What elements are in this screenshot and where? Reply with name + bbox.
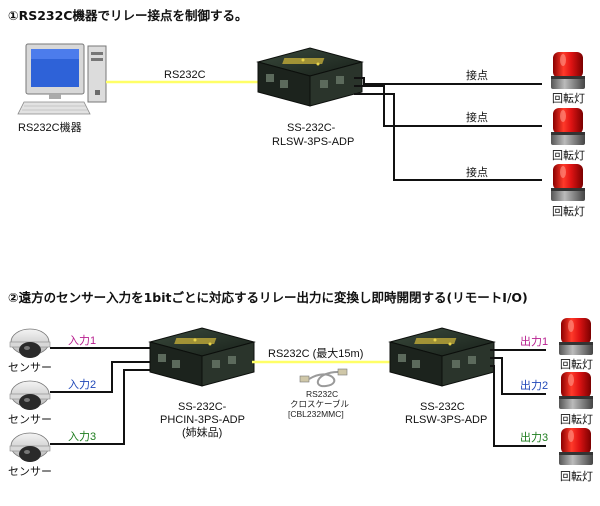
output-label-2: 出力2 [520, 378, 548, 392]
cross-cable-icon [299, 368, 348, 388]
sensor-label-2: センサー [8, 413, 52, 426]
input-device [149, 327, 255, 387]
out-lamp-label-2: 回転灯 [560, 413, 593, 426]
input-label-3: 入力3 [68, 430, 96, 443]
section2-heading: ②遠方のセンサー入力を1bitごとに対応するリレー出力に変換し即時開閉する(リモ… [8, 290, 528, 305]
section1-heading: ①RS232C機器でリレー接点を制御する。 [8, 8, 247, 23]
lamp-label-1: 回転灯 [552, 92, 585, 105]
serial-label: RS232C [164, 69, 206, 81]
contact-wires [354, 77, 542, 181]
sensor-label-1: センサー [8, 361, 52, 374]
rotating-lamp-icon [559, 318, 593, 355]
lamp-label-2: 回転灯 [552, 149, 585, 162]
lamp-label-3: 回転灯 [552, 205, 585, 218]
rotating-lamp-icon [559, 372, 593, 409]
pc-label: RS232C機器 [18, 120, 82, 134]
device1-name-line2: RLSW-3PS-ADP [272, 136, 354, 148]
relay-device-2 [389, 327, 495, 387]
serial-label-2: RS232C (最大15m) [268, 346, 363, 360]
left-device-line1: SS-232C- [178, 401, 227, 413]
sensor-camera-icon [9, 380, 51, 411]
right-device-line1: SS-232C [420, 401, 465, 413]
contact-label-1: 接点 [466, 69, 488, 82]
output-label-3: 出力3 [520, 430, 548, 444]
contact-label-3: 接点 [466, 166, 488, 179]
sensor-camera-icon [9, 328, 51, 359]
device1-name-line1: SS-232C- [287, 122, 336, 134]
input-label-2: 入力2 [68, 378, 96, 391]
contact-label-2: 接点 [466, 111, 488, 124]
cable-label-line3: [CBL232MMC] [288, 409, 344, 419]
cable-label-line2: クロスケーブル [290, 399, 349, 409]
out-lamp-label-3: 回転灯 [560, 470, 593, 483]
input-label-1: 入力1 [68, 334, 96, 347]
right-device-line2: RLSW-3PS-ADP [405, 414, 487, 426]
rotating-lamp-icon [551, 108, 585, 145]
left-device-line3: (姉妹品) [182, 425, 222, 439]
out-lamp-label-1: 回転灯 [560, 358, 593, 371]
cable-label-line1: RS232C [306, 389, 338, 399]
output-wires [490, 349, 546, 447]
rotating-lamp-icon [559, 428, 593, 465]
rotating-lamp-icon [551, 164, 585, 201]
sensor-camera-icon [9, 432, 51, 463]
relay-device-1 [257, 47, 363, 107]
sensor-label-3: センサー [8, 465, 52, 478]
rotating-lamp-icon [551, 52, 585, 89]
left-device-line2: PHCIN-3PS-ADP [160, 414, 245, 426]
output-label-1: 出力1 [520, 334, 548, 348]
pc-icon [17, 43, 107, 115]
